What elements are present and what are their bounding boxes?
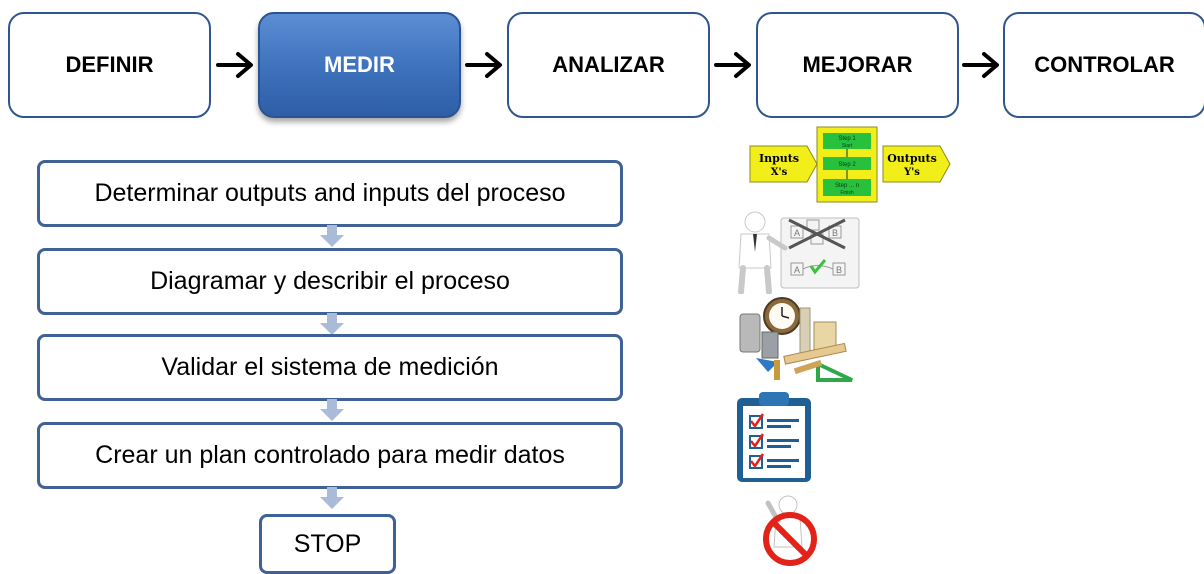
step-box: Crear un plan controlado para medir dato… xyxy=(37,422,623,489)
step-label: Determinar outputs and inputs del proces… xyxy=(94,179,566,207)
svg-text:B: B xyxy=(832,228,838,238)
phase-mejorar: MEJORAR xyxy=(756,12,959,118)
phase-analizar: ANALIZAR xyxy=(507,12,710,118)
step-label: Validar el sistema de medición xyxy=(161,353,499,381)
svg-text:Finish: Finish xyxy=(840,190,854,196)
no-entry-sign-icon xyxy=(763,495,817,566)
step-box: Diagramar y describir el proceso xyxy=(37,248,623,315)
outputs-tag-icon xyxy=(882,145,951,183)
phase-medir: MEDIR xyxy=(258,12,461,118)
svg-text:Outputs: Outputs xyxy=(887,152,937,165)
down-arrow-icon xyxy=(320,399,344,421)
measurement-tools-illustration xyxy=(739,297,853,382)
step-box: Validar el sistema de medición xyxy=(37,334,623,401)
process-map-illustration: Inputs X's Step 1 Start Step 2 Step ... … xyxy=(749,126,951,203)
down-arrow-icon xyxy=(320,313,344,335)
step-label: Crear un plan controlado para medir dato… xyxy=(95,441,565,469)
phase-label: ANALIZAR xyxy=(552,52,665,77)
svg-text:Step ... n: Step ... n xyxy=(835,183,859,189)
down-arrow-icon xyxy=(320,487,344,509)
svg-text:Step 2: Step 2 xyxy=(838,162,856,168)
svg-text:A: A xyxy=(794,228,800,238)
presenter-board-illustration: A B A B xyxy=(738,211,860,294)
svg-text:Y's: Y's xyxy=(903,167,920,178)
down-arrow-icon xyxy=(320,225,344,247)
phase-controlar: CONTROLAR xyxy=(1003,12,1204,118)
step-box: Determinar outputs and inputs del proces… xyxy=(37,160,623,227)
right-arrow-icon xyxy=(714,52,751,78)
phase-label: CONTROLAR xyxy=(1034,52,1175,77)
phase-label: MEJORAR xyxy=(802,52,913,77)
svg-text:Inputs: Inputs xyxy=(759,152,799,165)
svg-text:X's: X's xyxy=(771,167,788,178)
right-arrow-icon xyxy=(216,52,253,78)
right-arrow-icon xyxy=(962,52,999,78)
phase-label: DEFINIR xyxy=(65,52,154,77)
svg-text:Start: Start xyxy=(842,143,853,149)
stop-box: STOP xyxy=(259,514,396,574)
step-label: Diagramar y describir el proceso xyxy=(150,267,510,295)
phase-label: MEDIR xyxy=(324,52,395,77)
svg-text:A: A xyxy=(794,265,800,275)
right-arrow-icon xyxy=(465,52,502,78)
svg-text:B: B xyxy=(836,265,842,275)
svg-text:Step 1: Step 1 xyxy=(838,136,856,142)
checklist-clipboard-icon xyxy=(737,392,811,482)
inputs-tag-icon xyxy=(749,145,818,183)
phase-definir: DEFINIR xyxy=(8,12,211,118)
stop-label: STOP xyxy=(293,529,362,558)
